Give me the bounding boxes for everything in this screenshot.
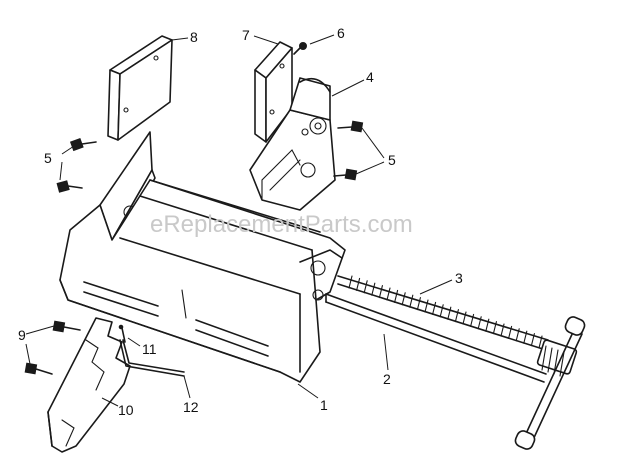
thread-mark <box>432 301 437 315</box>
thread-mark <box>470 313 475 327</box>
thread-mark <box>371 282 376 296</box>
thread-mark <box>508 325 513 339</box>
callout-2: 2 <box>383 371 391 387</box>
part-7-jaw-plate <box>254 41 293 143</box>
watermark-text: eReplacementParts.com <box>150 211 413 238</box>
thread-mark <box>462 311 467 325</box>
thread-mark <box>394 289 399 303</box>
part-5-cap-screws <box>56 120 364 193</box>
part-12-hex-key <box>119 339 185 377</box>
callout-7: 7 <box>242 27 250 43</box>
callout-8: 8 <box>190 29 198 45</box>
thread-mark <box>454 309 459 323</box>
part-10-v-jaw <box>47 317 131 453</box>
thread-mark <box>409 294 414 308</box>
thread-mark <box>447 306 452 320</box>
callout-12: 12 <box>183 399 199 415</box>
callout-9: 9 <box>18 327 26 343</box>
part-4-movable-jaw <box>249 77 336 211</box>
part-11-pin <box>118 324 126 343</box>
part-1-vise-base <box>59 131 346 383</box>
part-2-handle-rod <box>325 293 586 450</box>
thread-mark <box>356 277 361 291</box>
callout-11: 11 <box>142 341 157 357</box>
callout-4: 4 <box>366 69 374 85</box>
part-9-screws <box>24 320 81 375</box>
part-6-screw <box>293 42 307 55</box>
thread-mark <box>424 299 429 313</box>
leader-lines <box>25 34 453 407</box>
callout-6: 6 <box>337 25 345 41</box>
thread-mark <box>538 335 543 349</box>
thread-mark <box>500 323 505 337</box>
part-8-jaw-plate <box>107 35 173 141</box>
callout-1: 1 <box>320 397 328 413</box>
thread-mark <box>401 292 406 306</box>
thread-mark <box>386 287 391 301</box>
thread-mark <box>363 280 368 294</box>
callout-numbers: 8 7 6 4 5 5 3 2 1 9 10 11 12 <box>18 25 463 418</box>
thread-mark <box>515 328 520 342</box>
thread-mark <box>416 297 421 311</box>
callout-5-left: 5 <box>44 150 52 166</box>
part-3-lead-screw <box>337 275 549 351</box>
callout-10: 10 <box>118 402 134 418</box>
thread-mark <box>348 275 353 289</box>
thread-mark <box>439 304 444 318</box>
callout-5-right: 5 <box>388 152 396 168</box>
thread-mark <box>477 316 482 330</box>
thread-mark <box>530 333 535 347</box>
thread-mark <box>492 321 497 335</box>
thread-mark <box>523 330 528 344</box>
callout-3: 3 <box>455 270 463 286</box>
thread-mark <box>485 318 490 332</box>
thread-mark <box>378 285 383 299</box>
